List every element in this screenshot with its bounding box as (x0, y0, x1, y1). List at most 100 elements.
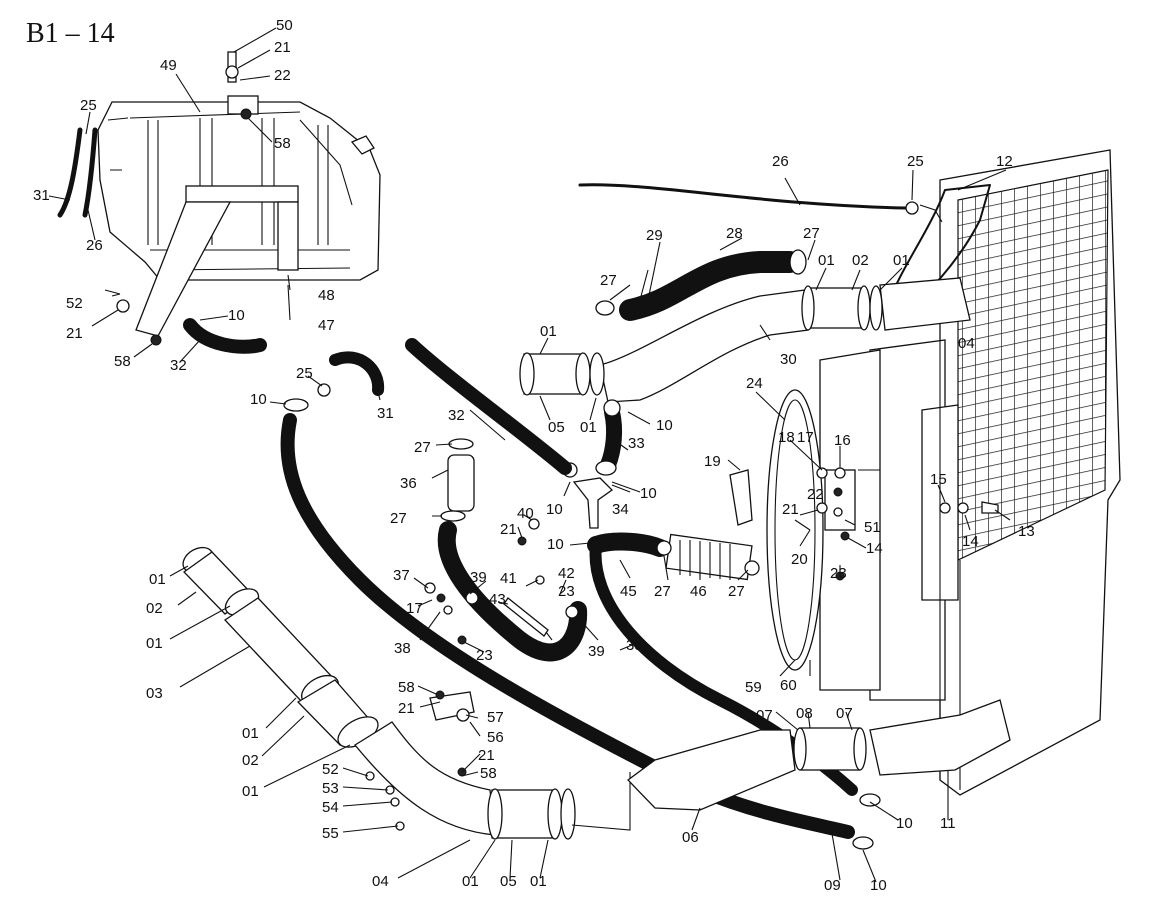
callout-17: 17 (797, 429, 814, 446)
callout-09: 09 (824, 877, 841, 894)
callout-21: 21 (274, 39, 291, 56)
callout-34: 34 (612, 501, 629, 518)
bracket-22 (824, 469, 856, 531)
callout-01: 01 (462, 873, 479, 890)
callout-20: 20 (791, 551, 808, 568)
callout-01: 01 (149, 571, 166, 588)
callout-27: 27 (654, 583, 671, 600)
leader-lines (48, 27, 1011, 883)
callout-01: 01 (818, 252, 835, 269)
callout-01: 01 (242, 783, 259, 800)
callout-58: 58 (398, 679, 415, 696)
hose-26-tank (82, 127, 98, 218)
callout-10: 10 (640, 485, 657, 502)
callout-39: 39 (470, 569, 487, 586)
callout-16: 16 (834, 432, 851, 449)
callout-23: 23 (830, 565, 847, 582)
callout-21: 21 (66, 325, 83, 342)
callout-06: 06 (682, 829, 699, 846)
callout-52: 52 (66, 295, 83, 312)
callout-46: 46 (690, 583, 707, 600)
fan-shroud-59 (766, 389, 824, 671)
callout-41: 41 (500, 570, 517, 587)
callout-51: 51 (864, 519, 881, 536)
callout-37: 37 (393, 567, 410, 584)
callout-05: 05 (548, 419, 565, 436)
callout-48: 48 (318, 287, 335, 304)
callout-56: 56 (487, 729, 504, 746)
callout-19: 19 (704, 453, 721, 470)
callout-27: 27 (728, 583, 745, 600)
callout-21: 21 (478, 747, 495, 764)
callout-23: 23 (476, 647, 493, 664)
diagram-title: B1 – 14 (26, 18, 115, 49)
callout-01: 01 (893, 252, 910, 269)
callout-57: 57 (487, 709, 504, 726)
callout-25: 25 (80, 97, 97, 114)
callout-24: 24 (746, 375, 763, 392)
tee-34 (572, 477, 614, 529)
callout-32: 32 (170, 357, 187, 374)
callout-39: 39 (588, 643, 605, 660)
intake-duct-left (182, 546, 631, 840)
callout-01: 01 (242, 725, 259, 742)
hose-31-tank (57, 127, 83, 218)
callout-01: 01 (540, 323, 557, 340)
callout-47: 47 (318, 317, 335, 334)
callout-58: 58 (114, 353, 131, 370)
callout-07: 07 (836, 705, 853, 722)
callout-10: 10 (546, 501, 563, 518)
callout-18: 18 (778, 429, 795, 446)
callout-13: 13 (1018, 523, 1035, 540)
callout-35: 35 (626, 637, 643, 654)
hose-36 (447, 454, 475, 512)
callout-10: 10 (547, 536, 564, 553)
callout-15: 15 (930, 471, 947, 488)
callout-59: 59 (745, 679, 762, 696)
callout-01: 01 (580, 419, 597, 436)
callout-10: 10 (896, 815, 913, 832)
callout-40: 40 (517, 505, 534, 522)
callout-45: 45 (620, 583, 637, 600)
callout-21: 21 (500, 521, 517, 538)
callout-58: 58 (274, 135, 291, 152)
callout-55: 55 (322, 825, 339, 842)
expansion-tank (97, 51, 381, 281)
callout-02: 02 (852, 252, 869, 269)
callout-27: 27 (600, 272, 617, 289)
callout-01: 01 (146, 635, 163, 652)
callout-27: 27 (390, 510, 407, 527)
callout-17: 17 (406, 600, 423, 617)
callout-14: 14 (962, 533, 979, 550)
callout-26: 26 (86, 237, 103, 254)
callout-14: 14 (866, 540, 883, 557)
coupling-02 (809, 287, 863, 329)
callout-54: 54 (322, 799, 339, 816)
callout-05: 05 (500, 873, 517, 890)
callout-50: 50 (276, 17, 293, 34)
callout-21: 21 (782, 501, 799, 518)
callout-32: 32 (448, 407, 465, 424)
callout-02: 02 (146, 600, 163, 617)
callout-42: 42 (558, 565, 575, 582)
callout-27: 27 (803, 225, 820, 242)
callout-60: 60 (780, 677, 797, 694)
callout-23: 23 (558, 583, 575, 600)
callout-52: 52 (322, 761, 339, 778)
callout-07: 07 (756, 707, 773, 724)
callout-49: 49 (160, 57, 177, 74)
duct-06 (627, 729, 796, 811)
callout-10: 10 (656, 417, 673, 434)
pipe-12 (879, 277, 971, 331)
callout-25: 25 (907, 153, 924, 170)
callout-01: 01 (530, 873, 547, 890)
callout-04: 04 (372, 873, 389, 890)
callout-10: 10 (250, 391, 267, 408)
callout-02: 02 (242, 752, 259, 769)
callout-26: 26 (772, 153, 789, 170)
callout-29: 29 (646, 227, 663, 244)
callout-43: 43 (489, 591, 506, 608)
callout-22: 22 (274, 67, 291, 84)
callout-31: 31 (377, 405, 394, 422)
